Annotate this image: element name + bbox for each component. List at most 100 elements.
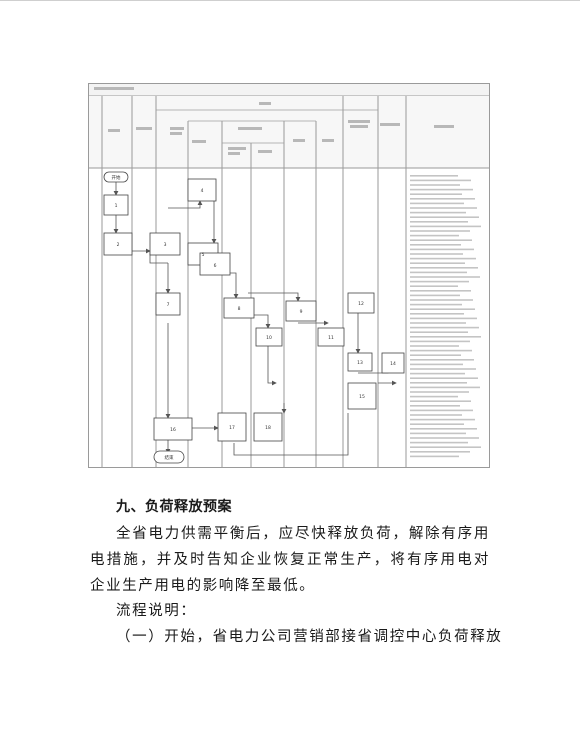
flow-connectors bbox=[113, 182, 397, 456]
node-label-12: 12 bbox=[358, 301, 364, 307]
description-text-line bbox=[410, 276, 480, 278]
flow-node-16 bbox=[153, 417, 193, 441]
description-text-line bbox=[410, 405, 460, 407]
node-label-13: 13 bbox=[357, 360, 363, 366]
node-label-18: 18 bbox=[265, 425, 271, 431]
description-text-line bbox=[410, 308, 475, 310]
description-text-line bbox=[410, 253, 463, 255]
description-text-line bbox=[410, 207, 477, 209]
description-text-line bbox=[410, 248, 474, 251]
description-text-line bbox=[410, 363, 463, 366]
description-text-line bbox=[410, 336, 481, 338]
node-labels: 开始 1 2 3 4 5 6 7 8 9 10 11 12 13 14 15 1… bbox=[112, 174, 396, 461]
description-text-line bbox=[410, 349, 472, 352]
node-label-11: 11 bbox=[328, 335, 334, 341]
description-text-line bbox=[410, 428, 477, 430]
node-label-end: 结束 bbox=[165, 454, 174, 461]
description-text-line bbox=[410, 382, 467, 384]
description-text-line bbox=[410, 372, 465, 375]
flow-node-3 bbox=[149, 232, 181, 256]
description-text-line bbox=[410, 317, 477, 320]
page-top-border bbox=[0, 0, 580, 1]
description-text-line bbox=[410, 322, 466, 324]
section-heading: 九、负荷释放预案 bbox=[116, 499, 232, 515]
description-text-line bbox=[410, 377, 478, 379]
description-text-line bbox=[410, 455, 459, 458]
flow-node-end bbox=[153, 450, 185, 464]
node-label-9: 9 bbox=[300, 309, 303, 315]
node-label-5: 5 bbox=[202, 252, 205, 258]
flow-node-17 bbox=[217, 412, 247, 442]
description-text-line bbox=[410, 230, 470, 232]
description-text-line bbox=[410, 423, 464, 425]
flowchart-caption-band bbox=[89, 84, 489, 96]
description-text-line bbox=[410, 184, 460, 186]
paragraph-3: （一）开始，省电力公司营销部接省调控中心负荷释放 bbox=[116, 629, 503, 645]
header-blurred-text bbox=[94, 87, 454, 155]
description-text-line bbox=[410, 400, 471, 402]
description-text-line bbox=[410, 451, 470, 453]
node-label-3: 3 bbox=[164, 242, 167, 248]
flow-node-6 bbox=[199, 252, 231, 276]
flow-node-9 bbox=[285, 300, 317, 322]
description-text-line bbox=[410, 331, 468, 333]
node-label-10: 10 bbox=[266, 335, 272, 341]
description-text-line bbox=[410, 294, 460, 297]
description-text-line bbox=[410, 359, 474, 361]
description-text-line bbox=[410, 446, 481, 448]
description-text-line bbox=[410, 221, 468, 223]
flow-node-14 bbox=[381, 352, 405, 374]
flow-node-2 bbox=[103, 232, 133, 256]
description-text-line bbox=[410, 313, 464, 315]
flow-node-18 bbox=[253, 412, 283, 442]
description-text-line bbox=[410, 441, 468, 444]
description-text-line bbox=[410, 368, 476, 370]
description-text-line bbox=[410, 386, 480, 389]
node-label-14: 14 bbox=[390, 361, 396, 367]
description-text-line bbox=[410, 290, 471, 292]
description-text-line bbox=[410, 193, 462, 195]
description-text-line bbox=[410, 418, 475, 421]
description-text-line bbox=[410, 216, 479, 218]
description-text-line bbox=[410, 239, 472, 241]
description-text-line bbox=[410, 271, 467, 274]
node-label-17: 17 bbox=[229, 425, 235, 431]
description-text-line bbox=[410, 244, 461, 246]
node-label-8: 8 bbox=[238, 306, 241, 312]
description-text-line bbox=[410, 299, 473, 301]
paragraph-1: 全省电力供需平衡后，应尽快释放负荷，解除有序用电措施，并及时告知企业恢复正常生产… bbox=[90, 526, 490, 594]
flow-node-1 bbox=[103, 194, 129, 216]
description-text-line bbox=[410, 202, 464, 205]
description-text-line bbox=[410, 437, 479, 439]
description-text-line bbox=[410, 175, 458, 177]
node-label-4: 4 bbox=[201, 188, 204, 194]
flow-node-start bbox=[103, 171, 129, 183]
description-text-line bbox=[410, 267, 478, 269]
paragraph-2: 流程说明： bbox=[116, 603, 197, 619]
flowchart-svg: 开始 1 2 3 4 5 6 7 8 9 10 11 12 13 14 15 1… bbox=[88, 83, 490, 468]
node-label-7: 7 bbox=[167, 302, 170, 308]
flow-node-8 bbox=[223, 297, 255, 319]
description-text-line bbox=[410, 354, 461, 356]
flow-node-11 bbox=[317, 327, 345, 347]
node-label-1: 1 bbox=[115, 203, 118, 209]
description-text-line bbox=[410, 409, 473, 412]
description-text-line bbox=[410, 262, 465, 264]
description-column-text bbox=[410, 175, 481, 458]
flow-node-13 bbox=[347, 352, 373, 372]
header-region bbox=[89, 96, 489, 168]
node-label-start: 开始 bbox=[112, 174, 121, 181]
description-text-line bbox=[410, 225, 481, 228]
description-text-line bbox=[410, 280, 469, 283]
description-text-line bbox=[410, 432, 466, 435]
node-label-6: 6 bbox=[214, 263, 217, 269]
flow-node-7 bbox=[155, 292, 181, 316]
flow-node-10 bbox=[255, 327, 283, 347]
flow-node-4 bbox=[187, 178, 217, 202]
description-text-line bbox=[410, 326, 479, 329]
flow-node-12 bbox=[347, 292, 375, 314]
description-text-line bbox=[410, 188, 473, 191]
description-text-line bbox=[410, 198, 475, 200]
description-text-line bbox=[410, 391, 469, 393]
description-text-line bbox=[410, 303, 462, 306]
